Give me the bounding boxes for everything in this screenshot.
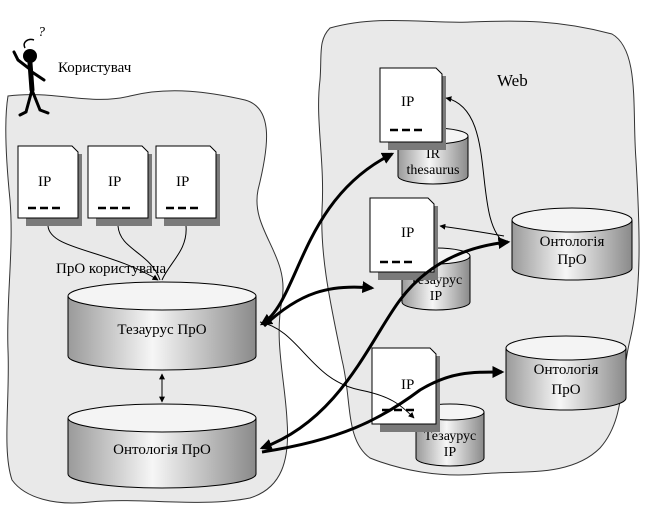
thesaurus-line2: IP [444, 445, 457, 460]
web-document-top: IP [379, 67, 446, 150]
document-label: IP [401, 225, 414, 241]
web-ontology-cylinder-bottom: Онтологія ПрО [505, 335, 627, 411]
web-label: Web [497, 71, 528, 90]
ontology-bottom-line1: Онтологія [534, 362, 599, 378]
user-domain-label: ПрО користувача [56, 261, 166, 277]
document-links [47, 225, 187, 281]
document-label: IP [38, 174, 51, 190]
user-document-2: IP [87, 145, 152, 226]
user-document-3: IP [155, 145, 220, 226]
user-document-1: IP [17, 145, 82, 226]
document-label: IP [401, 377, 414, 393]
document-label: IP [401, 94, 414, 110]
ontology-bottom-line2: ПрО [551, 382, 580, 398]
ir-thesaurus-line2: thesaurus [407, 163, 460, 178]
user-question-mark: ? [38, 25, 45, 40]
user-ontology-cylinder: Онтологія ПрО [67, 403, 257, 489]
document-label: IP [108, 174, 121, 190]
thesaurus-line2: IP [430, 289, 443, 304]
web-ontology-cylinder-top: Онтологія ПрО [511, 207, 633, 281]
ontology-top-line1: Онтологія [540, 234, 605, 250]
thick-links [259, 152, 511, 454]
ontology-top-line2: ПрО [557, 252, 586, 268]
user-thesaurus-label: Тезаурус ПрО [117, 322, 206, 338]
document-label: IP [176, 174, 189, 190]
user-ontology-label: Онтологія ПрО [113, 442, 211, 458]
web-document-bottom: IP [371, 347, 440, 432]
user-label: Користувач [58, 60, 132, 76]
ir-thesaurus-line1: IR [426, 147, 441, 162]
user-thesaurus-cylinder: Тезаурус ПрО [67, 281, 257, 371]
web-document-middle: IP [369, 197, 438, 280]
thinking-person-icon [12, 38, 50, 117]
